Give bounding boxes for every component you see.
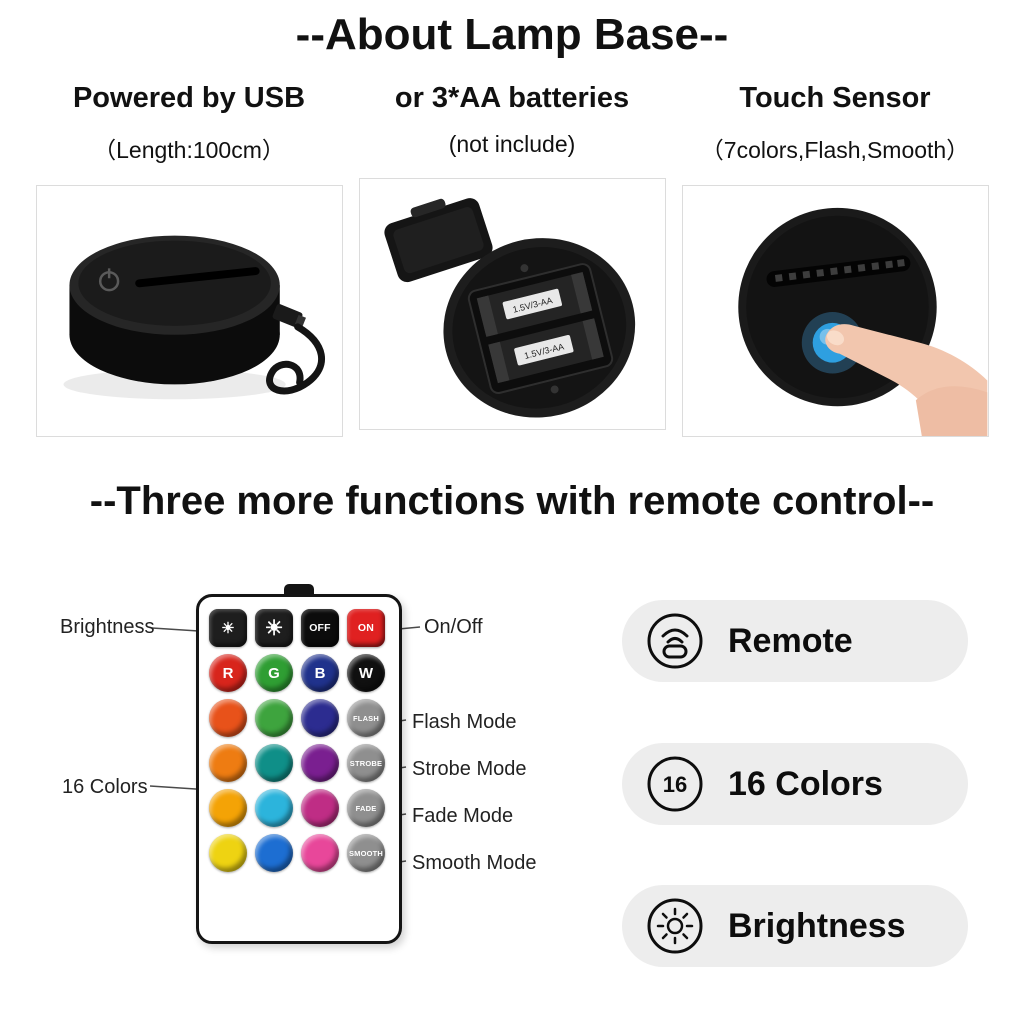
badge-brightness: Brightness (622, 885, 968, 967)
flash-mode-callout: Flash Mode (412, 711, 517, 733)
on-key: ON (347, 609, 385, 647)
color-key-indigo (301, 699, 339, 737)
touch-sensor-illustration (737, 207, 987, 436)
smooth-key: SMOOTH (347, 834, 385, 872)
color-key-orange-red (209, 699, 247, 737)
flash-key: FLASH (347, 699, 385, 737)
off-key: OFF (301, 609, 339, 647)
usb-base-photo-frame (35, 185, 343, 437)
power-touch-icon (98, 268, 119, 292)
feature-card-usb: Powered by USB （Length:100cm） (35, 78, 343, 437)
16-colors-icon: 16 (646, 755, 704, 813)
color-key-pink (301, 834, 339, 872)
color-key-yellow (209, 834, 247, 872)
fade-mode-callout: Fade Mode (412, 805, 514, 827)
on-off-callout: On/Off (424, 616, 483, 638)
color-key-blue (255, 834, 293, 872)
color-key-magenta (301, 789, 339, 827)
usb-base-illustration (63, 235, 325, 400)
page-title: --About Lamp Base-- (295, 10, 729, 59)
brightness-icon (646, 897, 704, 955)
touch-sensor-photo-frame (681, 185, 989, 437)
feature-card-touch: Touch Sensor （7colors,Flash,Smooth） (681, 78, 989, 437)
battery-base-illustration: 1.5V/3-AA 1.5V/3-AA (383, 198, 635, 418)
color-key-green (255, 699, 293, 737)
feature-title-battery: or 3*AA batteries (394, 82, 630, 114)
color-key-purple (301, 744, 339, 782)
strobe-mode-callout: Strobe Mode (412, 758, 527, 780)
finger (824, 324, 987, 436)
feature-card-battery: or 3*AA batteries (not include) 1.5V/ (358, 78, 666, 437)
section-title: --Three more functions with remote contr… (89, 479, 935, 523)
features-row: Powered by USB （Length:100cm） (0, 60, 1024, 437)
blue-key: B (301, 654, 339, 692)
usb-cable (265, 323, 325, 395)
badge-remote-label: Remote (728, 621, 853, 660)
feature-subtitle-touch: （7colors,Flash,Smooth） (700, 137, 970, 163)
feature-title-touch: Touch Sensor (739, 82, 931, 114)
color-key-orange (209, 744, 247, 782)
strobe-key: STROBE (347, 744, 385, 782)
svg-text:16: 16 (663, 772, 687, 797)
feature-subtitle-battery: (not include) (448, 131, 576, 157)
battery-base-photo-frame: 1.5V/3-AA 1.5V/3-AA (358, 178, 666, 430)
feature-subtitle-usb: （Length:100cm） (93, 137, 285, 163)
badge-remote: Remote (622, 600, 968, 682)
green-key: G (255, 654, 293, 692)
brightness-down-key: ☀ (209, 609, 247, 647)
brightness-callout: Brightness (60, 616, 155, 638)
brightness-up-key: ☀ (255, 609, 293, 647)
color-key-cyan (255, 789, 293, 827)
feature-title-usb: Powered by USB (72, 82, 306, 114)
badge-brightness-label: Brightness (728, 906, 906, 945)
badge-16-colors-label: 16 Colors (728, 764, 883, 803)
color-key-teal (255, 744, 293, 782)
fade-key: FADE (347, 789, 385, 827)
smooth-mode-callout: Smooth Mode (412, 852, 537, 874)
white-key: W (347, 654, 385, 692)
color-key-amber (209, 789, 247, 827)
led-strip (766, 255, 910, 287)
16-colors-callout: 16 Colors (62, 776, 148, 798)
red-key: R (209, 654, 247, 692)
badge-16-colors: 16 16 Colors (622, 743, 968, 825)
remote-icon (646, 612, 704, 670)
